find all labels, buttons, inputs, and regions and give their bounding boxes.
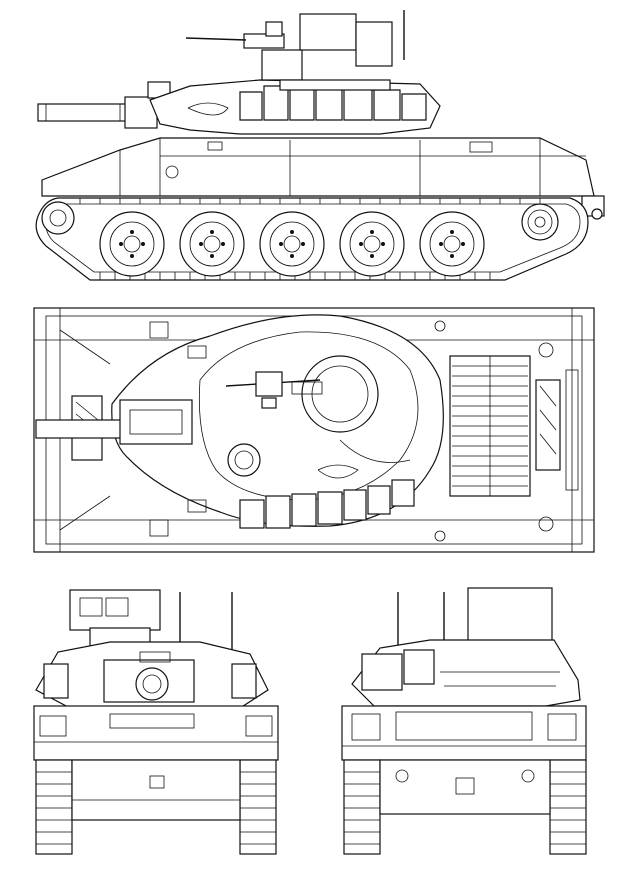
top-fender-tools: [149, 321, 207, 537]
side-road-wheel-2: [179, 211, 245, 277]
rear-stowage-bags: [361, 649, 560, 691]
rear-track-left: [343, 759, 381, 855]
top-rear-fittings: [434, 320, 579, 542]
side-machine-gun: [185, 10, 405, 91]
top-gun-barrel: [35, 399, 193, 445]
front-mantlet: [103, 651, 195, 703]
side-road-wheel-3: [259, 211, 325, 277]
top-stowage-bags: [239, 479, 415, 529]
front-gun-shield: [69, 589, 161, 651]
top-engine-grille: [449, 355, 531, 497]
side-stowage-bags: [187, 83, 427, 121]
top-view: [33, 307, 595, 553]
front-track-right: [239, 759, 277, 855]
side-idler-wheel: [41, 201, 75, 235]
rear-hull: [341, 705, 587, 761]
side-drive-sprocket: [521, 203, 559, 241]
side-road-wheel-4: [339, 211, 405, 277]
rear-track-right: [549, 759, 587, 855]
front-stowage-bags: [43, 663, 257, 699]
top-turret: [111, 314, 444, 527]
side-gun-barrel: [37, 96, 158, 129]
rear-view: [341, 587, 587, 855]
top-machine-gun: [225, 371, 321, 409]
side-hull: [41, 137, 595, 197]
rear-lower-hull: [379, 759, 551, 815]
front-lower-hull: [71, 759, 241, 821]
side-road-wheel-5: [419, 211, 485, 277]
side-view: [35, 10, 605, 281]
front-hull: [33, 705, 279, 761]
front-track-left: [35, 759, 73, 855]
side-road-wheel-1: [99, 211, 165, 277]
rear-gun-shield: [467, 587, 553, 645]
front-view: [33, 589, 279, 855]
